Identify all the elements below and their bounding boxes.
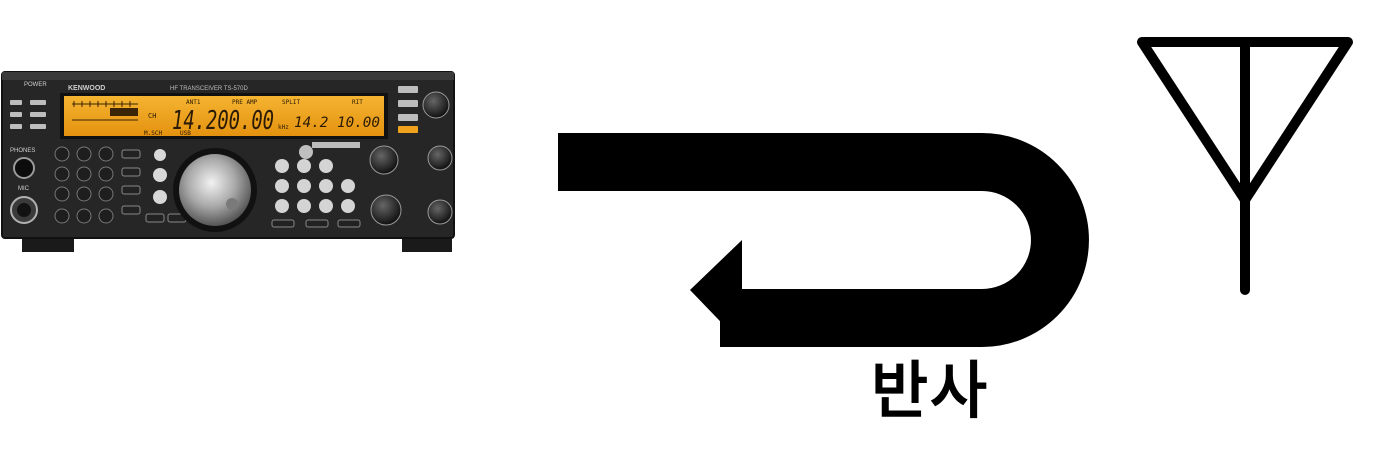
filter-indicator xyxy=(398,126,418,133)
radio-brand: KENWOOD xyxy=(68,85,105,92)
lcd-ant: ANT1 xyxy=(186,99,201,106)
knob-lower-right[interactable] xyxy=(370,194,402,226)
lcd-sub-frequency: 14.2 10.00 xyxy=(294,115,380,131)
small-white-knob[interactable] xyxy=(299,145,313,159)
arrow-u-body xyxy=(558,133,1089,347)
right-rect-buttons[interactable] xyxy=(398,86,418,121)
phones-jack[interactable] xyxy=(13,157,35,179)
lcd-rit: RIT xyxy=(352,99,363,106)
top-right-strip xyxy=(312,142,360,148)
left-button-column xyxy=(10,100,46,129)
power-label: POWER xyxy=(24,82,47,88)
bottom-buttons[interactable] xyxy=(271,219,361,228)
lcd-preamp: PRE AMP xyxy=(232,99,258,106)
s-meter-bar xyxy=(110,108,138,116)
knob-if-shift[interactable] xyxy=(427,199,453,225)
function-buttons[interactable] xyxy=(121,149,187,223)
knob-af-gain[interactable] xyxy=(422,91,450,119)
lcd-mode: USB xyxy=(180,130,191,137)
phones-label: PHONES xyxy=(10,148,35,154)
arrow-head-neck xyxy=(740,289,742,347)
reflection-arrow xyxy=(558,133,1089,347)
lcd-khz: kHz xyxy=(278,124,289,131)
radio-top-strip xyxy=(2,72,454,80)
main-tuning-knob[interactable] xyxy=(179,154,251,226)
reflection-caption: 반사 xyxy=(870,354,990,427)
lcd-main-frequency: 14.200.00 xyxy=(172,106,274,136)
lcd-ch: CH xyxy=(148,112,156,120)
arrow-head xyxy=(690,240,742,344)
mic-label: MIC xyxy=(18,186,30,192)
lcd-split: SPLIT xyxy=(282,99,300,106)
lcd-sch: M.SCH xyxy=(144,130,162,137)
radio-model: HF TRANSCEIVER TS-570D xyxy=(170,86,248,92)
mic-connector-inner xyxy=(17,203,31,217)
knob-rf-gain[interactable] xyxy=(427,145,453,171)
keypad[interactable] xyxy=(54,146,114,224)
right-keypad[interactable] xyxy=(275,159,355,213)
s-meter-scale xyxy=(72,101,138,121)
knob-upper-right[interactable] xyxy=(369,145,399,175)
radio-transceiver: KENWOOD HF TRANSCEIVER TS-570D POWER ANT… xyxy=(1,71,455,252)
antenna-symbol xyxy=(1137,37,1353,295)
knob-finger-dimple xyxy=(226,198,238,210)
mid-buttons[interactable] xyxy=(153,149,167,204)
